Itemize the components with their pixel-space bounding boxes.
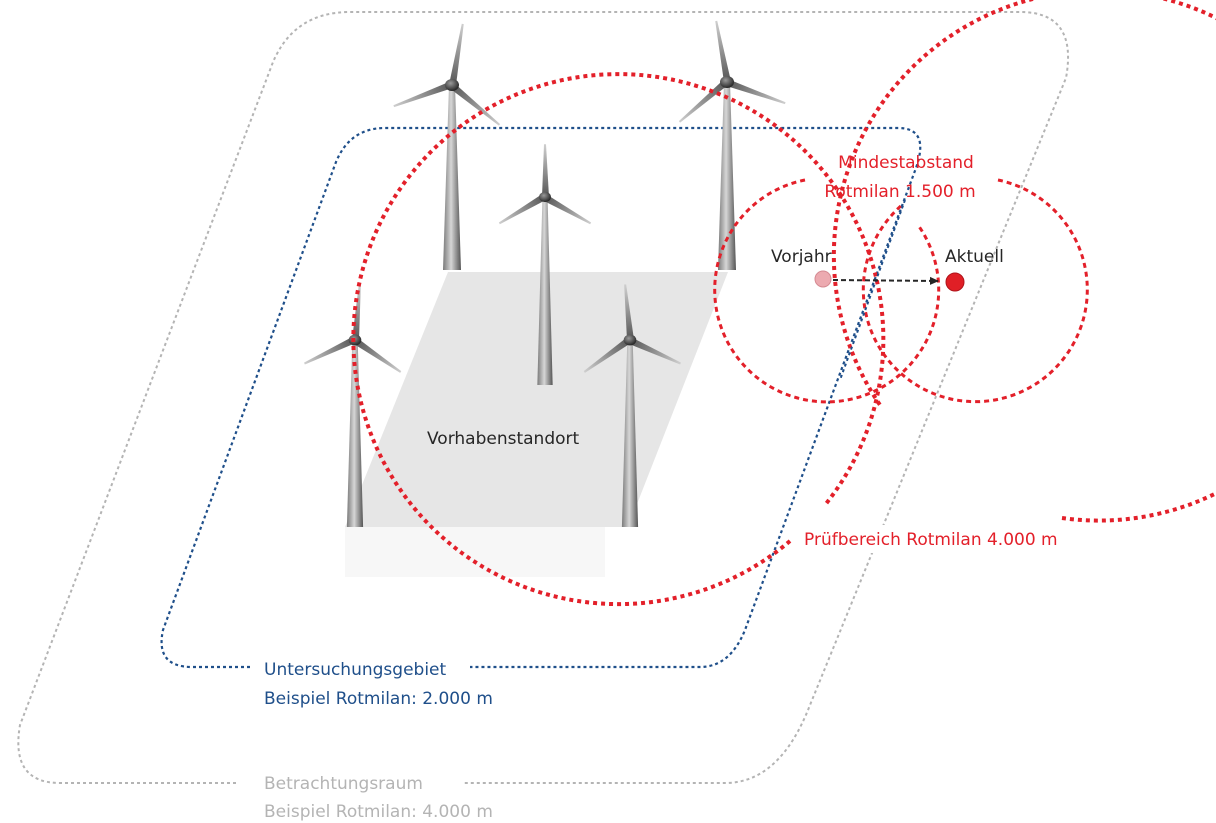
study-area-label-line2: Beispiel Rotmilan: 2.000 m [264, 689, 493, 709]
current-label: Aktuell [945, 247, 1004, 267]
min-distance-label-line2: Rotmilan 1.500 m [824, 182, 975, 202]
min-distance-ring-current [861, 178, 1089, 404]
previous-year-location-marker [814, 270, 832, 288]
arrow-right-icon [832, 276, 939, 285]
current-location-marker [945, 272, 965, 292]
wind-turbine-icon [583, 284, 681, 527]
study-area-edge-detail [839, 199, 906, 381]
test-area-label: Prüfbereich Rotmilan 4.000 m [804, 530, 1058, 550]
wind-turbine-icon [393, 23, 501, 270]
consideration-area-label-line2: Beispiel Rotmilan: 4.000 m [264, 802, 493, 822]
test-area-label-bg [794, 525, 1056, 553]
project-site-label: Vorhabenstandort [427, 429, 580, 449]
wind-turbine-icon [498, 144, 592, 385]
consideration-area-outline [17, 11, 1070, 784]
study-area-outline [160, 126, 922, 669]
project-site-area [345, 272, 728, 527]
previous-year-label: Vorjahr [771, 247, 832, 267]
min-distance-label-line1: Mindestabstand [838, 153, 974, 173]
test-area-ring-previous [351, 72, 886, 607]
study-area-label-line1: Untersuchungsgebiet [264, 660, 447, 680]
consideration-area-label-line1: Betrachtungsraum [264, 774, 423, 794]
site-shadow [345, 527, 605, 577]
min-distance-ring-previous [713, 178, 941, 404]
wind-turbine-icon [678, 20, 786, 270]
test-area-ring-current [831, 0, 1216, 523]
